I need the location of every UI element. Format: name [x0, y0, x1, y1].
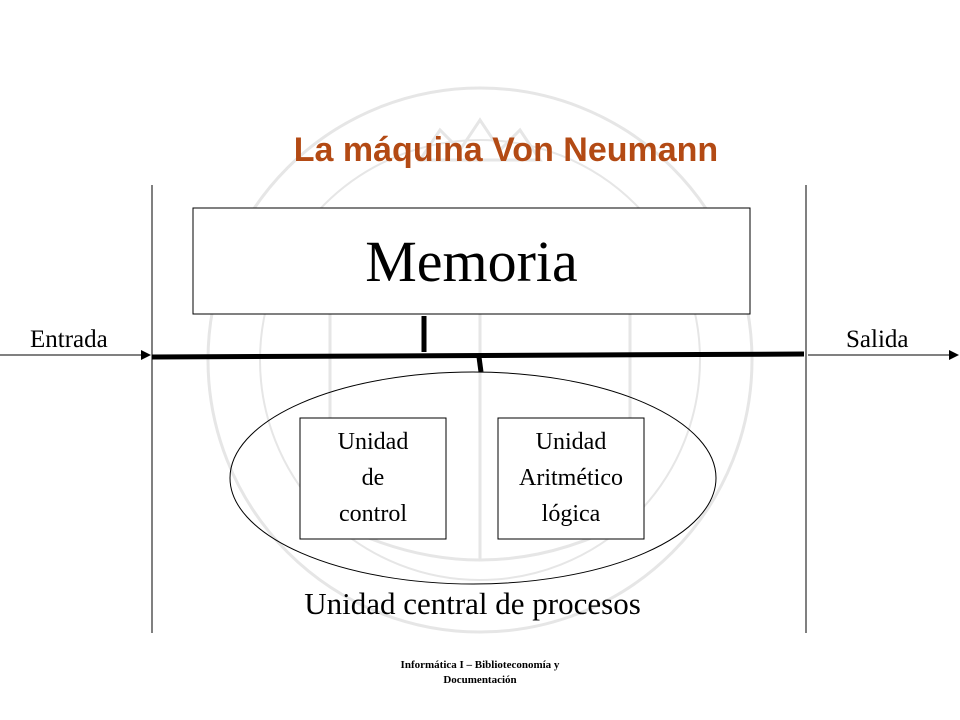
control-unit-line: control [339, 501, 407, 527]
control-unit-line: Unidad [337, 429, 409, 455]
slide-title: La máquina Von Neumann [293, 131, 719, 169]
system-bus [151, 351, 805, 360]
memory-box [192, 207, 751, 315]
university-seal-watermark [206, 86, 754, 634]
footer-line: Documentación [443, 674, 517, 686]
alu-box [497, 417, 645, 540]
control-unit-box [299, 417, 447, 540]
alu-line: Aritmético [519, 465, 623, 491]
alu-label: Unidad Aritmético lógica [498, 424, 644, 532]
cpu-label: Unidad central de procesos [304, 586, 641, 621]
memory-label: Memoria [365, 229, 578, 294]
alu-line: Unidad [535, 429, 607, 455]
alu-line: lógica [541, 501, 601, 527]
cpu-bus-connector [476, 356, 484, 373]
slide-footer: Informática I – Biblioteconomía y Docume… [340, 658, 620, 688]
cpu-ellipse [229, 371, 717, 585]
footer-line: Informática I – Biblioteconomía y [400, 659, 560, 671]
control-unit-label: Unidad de control [300, 424, 446, 532]
control-unit-line: de [361, 465, 385, 491]
output-label: Salida [846, 326, 909, 353]
input-label: Entrada [30, 326, 108, 353]
